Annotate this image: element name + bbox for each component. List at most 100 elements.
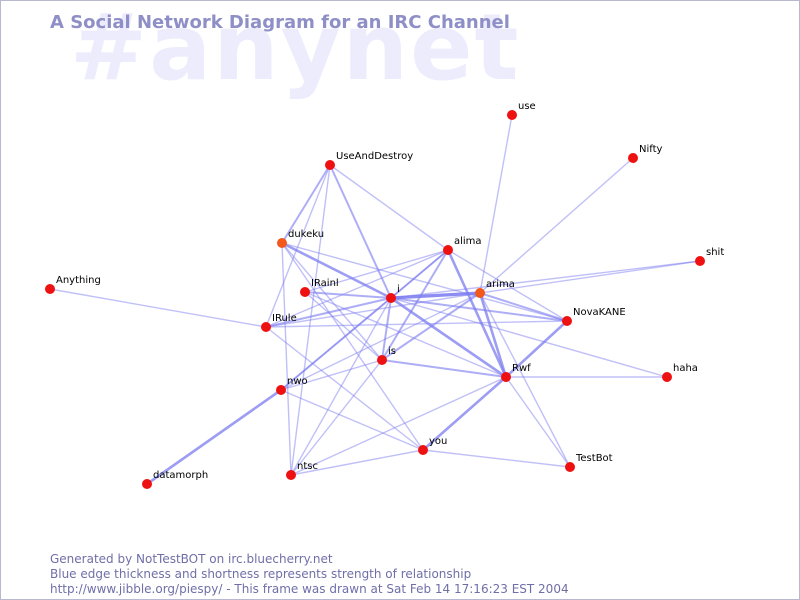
- node-label-dukeku: dukeku: [288, 229, 324, 240]
- edge-UseAndDestroy-IRule: [265, 164, 331, 328]
- node-dot-IRainl: [300, 287, 310, 297]
- edge-alima-Rwf: [446, 249, 508, 378]
- node-ntsc: ntsc: [286, 461, 318, 480]
- node-dot-haha: [662, 372, 672, 382]
- node-label-datamorph: datamorph: [153, 470, 208, 481]
- edge-shit-arima: [479, 260, 701, 294]
- edge-dukeku-you: [281, 242, 424, 451]
- node-label-Anything: Anything: [56, 275, 101, 286]
- node-datamorph: datamorph: [142, 470, 208, 489]
- edge-IRainl-is: [304, 291, 383, 361]
- node-nwo: nwo: [276, 376, 308, 395]
- edge-UseAndDestroy-i: [329, 164, 392, 299]
- edge-dukeku-i: [281, 241, 392, 300]
- edge-NovaKANE-IRule: [265, 320, 568, 328]
- edge-i-NovaKANE: [390, 297, 568, 322]
- edge-is-nwo: [280, 359, 383, 391]
- edge-Rwf-TestBot: [505, 376, 571, 468]
- edge-UseAndDestroy-alima: [329, 164, 449, 251]
- node-dukeku: dukeku: [277, 229, 324, 248]
- edge-IRainl-i: [304, 291, 392, 299]
- node-dot-TestBot: [565, 462, 575, 472]
- node-dot-arima: [475, 288, 485, 298]
- node-Nifty: Nifty: [628, 144, 663, 163]
- node-label-haha: haha: [673, 363, 698, 374]
- node-dot-you: [418, 445, 428, 455]
- edge-i-arima: [390, 291, 481, 300]
- edge-nwo-you: [280, 389, 424, 451]
- edge-arima-Rwf: [478, 292, 508, 378]
- node-dot-use: [507, 110, 517, 120]
- node-Anything: Anything: [45, 275, 101, 294]
- edge-arima-NovaKANE: [479, 292, 568, 322]
- edge-alima-NovaKANE: [447, 249, 568, 322]
- node-arima: arima: [475, 279, 515, 298]
- node-dot-i: [386, 293, 396, 303]
- node-dot-NovaKANE: [562, 316, 572, 326]
- node-dot-alima: [443, 245, 453, 255]
- node-is: is: [377, 346, 396, 365]
- node-dot-is: [377, 355, 387, 365]
- node-label-arima: arima: [486, 279, 515, 290]
- footer-url-timestamp: http://www.jibble.org/piespy/ - This fra…: [50, 582, 569, 596]
- node-alima: alima: [443, 236, 482, 255]
- edge-UseAndDestroy-ntsc: [290, 164, 331, 476]
- node-label-UseAndDestroy: UseAndDestroy: [336, 151, 413, 162]
- edge-IRule-you: [265, 326, 424, 451]
- node-dot-Rwf: [501, 372, 511, 382]
- edges-layer: [49, 114, 701, 486]
- edge-arima-nwo: [280, 292, 481, 391]
- node-label-use: use: [518, 101, 536, 112]
- node-label-Nifty: Nifty: [639, 144, 663, 155]
- edge-i-ntsc: [290, 297, 392, 476]
- node-Rwf: Rwf: [501, 363, 531, 382]
- edge-IRainl-Rwf: [304, 291, 507, 378]
- node-label-IRule: IRule: [272, 313, 297, 324]
- node-dot-shit: [695, 256, 705, 266]
- edge-is-Rwf: [381, 359, 507, 378]
- edge-alima-IRule: [265, 249, 449, 328]
- node-label-TestBot: TestBot: [575, 453, 613, 464]
- edge-use-arima: [479, 114, 513, 294]
- node-label-you: you: [429, 436, 447, 447]
- edge-you-TestBot: [422, 449, 571, 468]
- diagram-title: A Social Network Diagram for an IRC Chan…: [50, 12, 510, 33]
- edge-dukeku-ntsc: [281, 242, 292, 476]
- node-IRule: IRule: [261, 313, 297, 332]
- edge-arima-is: [381, 292, 481, 361]
- edge-nwo-datamorph: [146, 388, 282, 486]
- footer-generated-by: Generated by NotTestBOT on irc.bluecherr…: [50, 552, 333, 566]
- node-label-nwo: nwo: [287, 376, 308, 387]
- node-dot-Nifty: [628, 153, 638, 163]
- edge-UseAndDestroy-dukeku: [281, 164, 331, 244]
- edge-i-haha: [390, 297, 668, 378]
- node-label-Rwf: Rwf: [512, 363, 531, 374]
- node-you: you: [418, 436, 447, 455]
- node-UseAndDestroy: UseAndDestroy: [325, 151, 413, 170]
- edge-i-Rwf: [390, 296, 507, 379]
- edge-alima-i: [390, 249, 449, 299]
- edge-is-ntsc: [290, 359, 383, 476]
- node-i: i: [386, 284, 400, 303]
- edge-Nifty-arima: [479, 157, 634, 294]
- node-dot-ntsc: [286, 470, 296, 480]
- node-dot-nwo: [276, 385, 286, 395]
- node-dot-datamorph: [142, 479, 152, 489]
- node-label-ntsc: ntsc: [297, 461, 318, 472]
- edge-arima-TestBot: [479, 292, 571, 468]
- node-dot-IRule: [261, 322, 271, 332]
- edge-dukeku-is: [281, 242, 383, 361]
- edge-Anything-IRule: [49, 288, 267, 328]
- node-IRainl: IRainl: [300, 278, 339, 297]
- edge-NovaKANE-Rwf: [505, 320, 568, 378]
- node-haha: haha: [662, 363, 698, 382]
- node-NovaKANE: NovaKANE: [562, 307, 626, 326]
- node-label-shit: shit: [706, 247, 724, 258]
- node-label-NovaKANE: NovaKANE: [573, 307, 626, 318]
- edge-shit-i: [390, 260, 701, 299]
- node-dot-Anything: [45, 284, 55, 294]
- edge-i-is: [381, 297, 392, 361]
- edge-alima-IRainl: [304, 249, 449, 293]
